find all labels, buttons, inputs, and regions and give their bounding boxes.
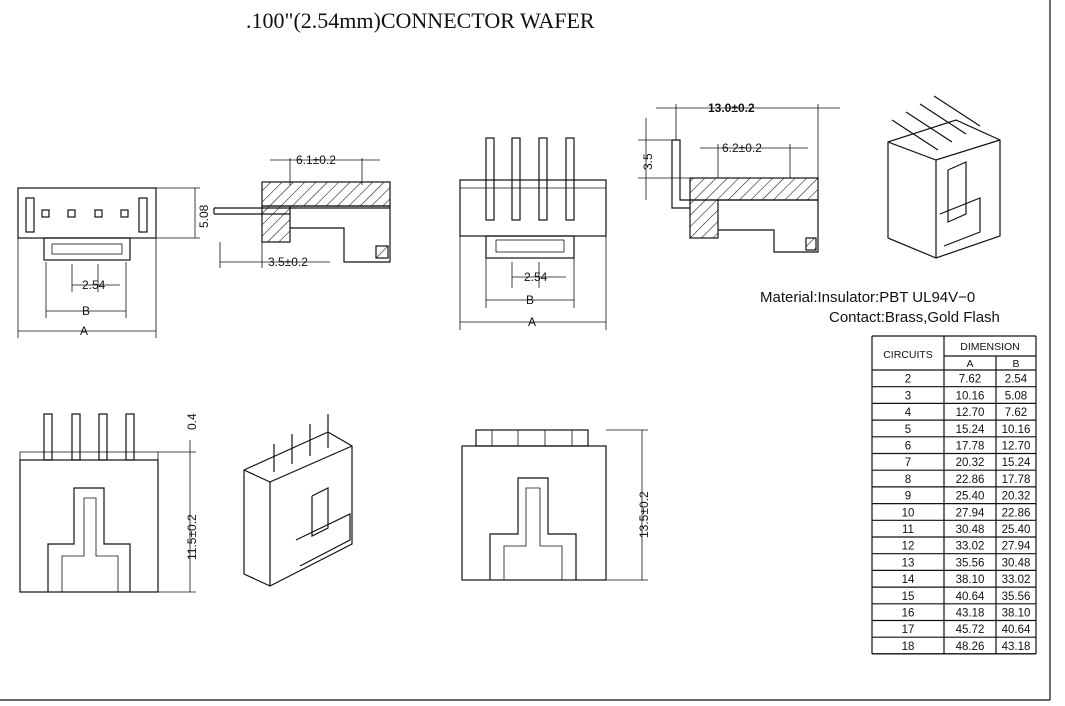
table-cell-a: 43.18 xyxy=(956,608,985,620)
table-cell-circuits: 14 xyxy=(902,574,915,586)
table-cell-b: 2.54 xyxy=(1005,374,1028,386)
table-header-b: B xyxy=(1012,358,1019,370)
table-cell-circuits: 18 xyxy=(902,641,915,653)
table-cell-a: 30.48 xyxy=(956,524,985,536)
table-cell-a: 48.26 xyxy=(956,641,985,653)
table-cell-b: 27.94 xyxy=(1002,541,1031,553)
dimension-table: CIRCUITS DIMENSION A B 2 7.62 2.54 3 10.16 5.08 4 1… xyxy=(871,335,1037,655)
table-cell-b: 5.08 xyxy=(1005,390,1027,402)
right-angle-section-view: 13.0±0.2 6.2±0.2 3.5 xyxy=(638,101,840,253)
table-cell-circuits: 9 xyxy=(905,491,911,503)
table-cell-b: 35.56 xyxy=(1002,591,1031,603)
table-cell-b: 30.48 xyxy=(1002,557,1031,569)
table-cell-b: 20.32 xyxy=(1002,491,1031,503)
table-cell-circuits: 13 xyxy=(902,557,915,569)
table-cell-b: 10.16 xyxy=(1002,424,1031,436)
table-cell-b: 22.86 xyxy=(1002,507,1031,519)
table-cell-b: 38.10 xyxy=(1002,608,1031,620)
table-header-dimension: DIMENSION xyxy=(960,341,1020,353)
table-cell-circuits: 11 xyxy=(902,524,914,536)
table-cell-b: 43.18 xyxy=(1002,641,1031,653)
dim-b-2: B xyxy=(526,293,534,307)
table-cell-circuits: 15 xyxy=(902,591,915,603)
table-cell-circuits: 8 xyxy=(905,474,911,486)
table-cell-a: 40.64 xyxy=(956,591,985,603)
front-view-pins: 2.54 B A xyxy=(459,137,607,330)
rear-view: 13.5±0.2 xyxy=(461,429,651,581)
table-cell-circuits: 17 xyxy=(902,624,915,636)
dim-61: 6.1±0.2 xyxy=(296,153,336,167)
table-cell-a: 33.02 xyxy=(956,541,985,553)
dim-35-vertical: 3.5 xyxy=(641,153,655,170)
table-cell-b: 15.24 xyxy=(1002,457,1031,469)
material-contact: Contact:Brass,Gold Flash xyxy=(829,309,1000,326)
front-view-vertical: 0.4 11.5±0.2 xyxy=(19,413,199,593)
table-cell-a: 45.72 xyxy=(956,624,985,636)
table-header-a: A xyxy=(966,358,973,370)
table-cell-b: 25.40 xyxy=(1002,524,1031,536)
table-cell-circuits: 10 xyxy=(902,507,915,519)
table-cell-circuits: 5 xyxy=(905,424,911,436)
table-cell-a: 17.78 xyxy=(956,441,985,453)
table-cell-circuits: 6 xyxy=(905,441,911,453)
dim-b-1: B xyxy=(82,304,90,318)
table-cell-a: 25.40 xyxy=(956,491,985,503)
table-cell-a: 38.10 xyxy=(956,574,985,586)
front-view-top: 5.08 2.54 B A xyxy=(17,187,211,338)
dim-135: 13.5±0.2 xyxy=(637,491,651,538)
dim-62: 6.2±0.2 xyxy=(722,141,762,155)
table-cell-a: 10.16 xyxy=(956,390,985,402)
side-section-view: 6.1±0.2 3.5±0.2 xyxy=(213,153,391,269)
table-cell-circuits: 3 xyxy=(905,390,911,402)
table-cell-b: 7.62 xyxy=(1005,407,1027,419)
dim-pitch-2: 2.54 xyxy=(524,270,548,284)
table-cell-circuits: 2 xyxy=(905,374,911,386)
isometric-vertical-view xyxy=(243,414,353,587)
dim-a-1: A xyxy=(80,324,88,338)
table-cell-b: 12.70 xyxy=(1002,441,1031,453)
table-header-circuits: CIRCUITS xyxy=(883,349,933,361)
table-cell-a: 35.56 xyxy=(956,557,985,569)
dim-130: 13.0±0.2 xyxy=(708,101,755,115)
table-cell-b: 33.02 xyxy=(1002,574,1031,586)
dim-pitch-1: 2.54 xyxy=(82,278,106,292)
table-cell-b: 40.64 xyxy=(1002,624,1031,636)
table-cell-a: 7.62 xyxy=(959,374,981,386)
table-cell-b: 17.78 xyxy=(1002,474,1031,486)
table-cell-a: 27.94 xyxy=(956,507,985,519)
table-cell-circuits: 7 xyxy=(905,457,911,469)
table-cell-circuits: 12 xyxy=(902,541,915,553)
isometric-right-angle-view xyxy=(887,95,1001,259)
table-cell-circuits: 4 xyxy=(905,407,912,419)
dim-height-508: 5.08 xyxy=(197,204,211,228)
dim-a-2: A xyxy=(528,315,536,329)
table-cell-a: 22.86 xyxy=(956,474,985,486)
table-cell-a: 15.24 xyxy=(956,424,985,436)
dim-35: 3.5±0.2 xyxy=(268,255,308,269)
table-cell-a: 20.32 xyxy=(956,457,985,469)
dim-04: 0.4 xyxy=(185,413,199,430)
dim-115: 11.5±0.2 xyxy=(185,514,199,560)
page-title: .100"(2.54mm)CONNECTOR WAFER xyxy=(246,8,595,33)
material-insulator: Material:Insulator:PBT UL94V−0 xyxy=(760,289,975,306)
table-cell-a: 12.70 xyxy=(956,407,985,419)
table-cell-circuits: 16 xyxy=(902,608,915,620)
